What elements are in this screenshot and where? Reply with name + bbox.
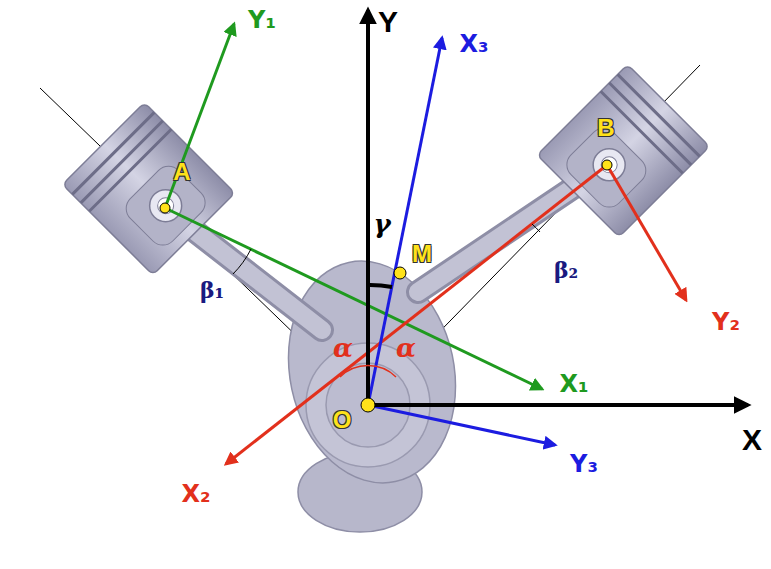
axis-label: Y₂ xyxy=(712,310,740,334)
axis-arrow xyxy=(226,165,607,464)
point-dot xyxy=(160,203,170,213)
point-dot xyxy=(394,267,406,279)
axis-arrow xyxy=(607,165,686,300)
angle-label: γ xyxy=(373,211,390,237)
axis-arrow xyxy=(165,24,234,208)
axis-label: X₁ xyxy=(559,372,588,396)
axis-label: Y₁ xyxy=(248,8,276,32)
piston xyxy=(537,64,710,237)
axis-arrow xyxy=(165,208,542,389)
point-dot xyxy=(361,398,375,412)
axis-arrow xyxy=(368,38,442,405)
point-dot xyxy=(602,160,612,170)
point-label: B xyxy=(597,116,614,140)
angle-arc xyxy=(233,249,251,274)
axis-arrow xyxy=(366,10,370,405)
axis-arrow xyxy=(368,405,555,445)
angle-label: α xyxy=(333,335,353,361)
angle-arc xyxy=(340,366,396,377)
point-label: O xyxy=(333,408,352,432)
axis-label: X₃ xyxy=(459,32,488,56)
axis-arrow xyxy=(368,403,748,407)
angle-label: α xyxy=(396,335,416,361)
angle-label: β₂ xyxy=(554,259,578,281)
angle-arc xyxy=(368,285,392,287)
axis-label: Y xyxy=(378,7,398,37)
axis-label: X₂ xyxy=(181,482,210,506)
axis-label: Y₃ xyxy=(570,452,598,476)
point-label: M xyxy=(412,242,432,266)
angle-label: β₁ xyxy=(200,279,224,301)
angle-arc xyxy=(532,224,540,232)
point-label: A xyxy=(173,160,190,184)
piston xyxy=(62,102,235,275)
axis-label: X xyxy=(742,425,762,455)
